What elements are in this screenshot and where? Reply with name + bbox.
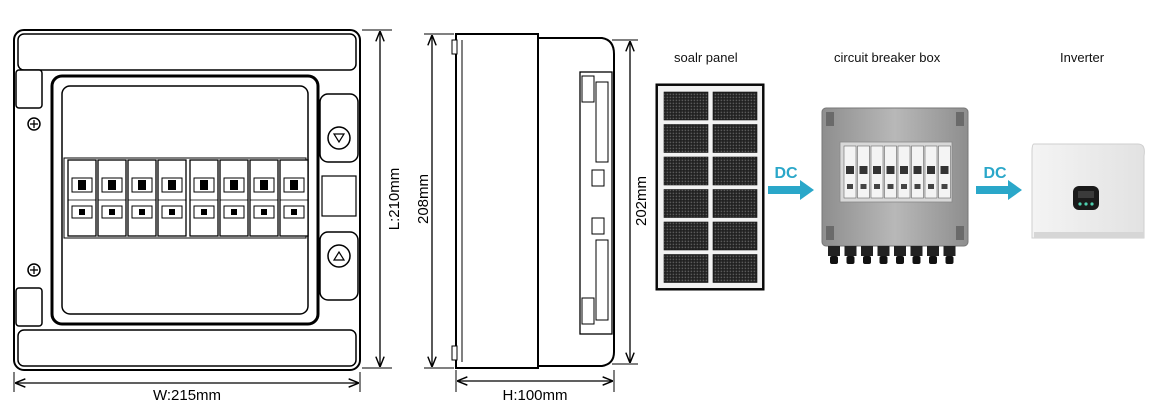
- front-breaker: [249, 159, 279, 237]
- solar-cell: [712, 156, 758, 186]
- depth-dimension: H:100mm: [455, 370, 615, 404]
- front-bottom-band: [17, 329, 357, 367]
- solar-cell: [712, 124, 758, 153]
- cable-gland: [894, 246, 906, 264]
- front-breaker: [219, 159, 249, 237]
- front-breaker: [157, 159, 187, 237]
- dc-arrow-1-label: DC: [774, 165, 798, 182]
- solar-cell: [712, 189, 758, 218]
- solar-cell: [663, 189, 709, 218]
- side-inner-height-label: 202mm: [633, 176, 650, 226]
- box-breaker: [884, 145, 897, 199]
- cable-gland: [877, 246, 890, 264]
- cable-gland: [943, 246, 956, 264]
- solar-cell: [663, 221, 709, 251]
- cable-gland: [861, 246, 873, 264]
- solar-panel: [655, 83, 765, 291]
- breaker-box: [821, 107, 969, 264]
- front-breakers: [67, 159, 309, 237]
- width-label: W:215mm: [153, 387, 221, 404]
- solar-panel-label: soalr panel: [674, 50, 738, 65]
- cable-gland: [927, 246, 939, 264]
- solar-cell: [663, 91, 709, 121]
- length-dimension: L:210mm: [362, 29, 403, 369]
- solar-cell: [663, 124, 709, 153]
- box-breaker: [843, 145, 857, 199]
- side-inner-height-dimension: 202mm: [612, 39, 650, 365]
- dc-arrow-1: DC: [768, 165, 814, 200]
- depth-label: H:100mm: [502, 387, 567, 404]
- box-breaker: [938, 145, 951, 199]
- cable-gland: [910, 246, 923, 264]
- box-breaker: [857, 145, 870, 199]
- box-breaker: [924, 145, 938, 199]
- length-label: L:210mm: [386, 168, 403, 231]
- side-height-dimension: 208mm: [415, 33, 454, 369]
- front-breaker: [127, 159, 157, 237]
- dc-arrow-2: DC: [976, 165, 1022, 200]
- front-breaker: [189, 159, 219, 237]
- front-breaker: [97, 159, 127, 237]
- inverter-label: Inverter: [1060, 50, 1105, 65]
- solar-cell: [663, 254, 709, 283]
- dc-arrow-2-label: DC: [983, 165, 1007, 182]
- hinge-top-left: [15, 69, 43, 109]
- front-view: [13, 29, 361, 371]
- box-breaker: [870, 145, 884, 199]
- front-breaker: [279, 159, 309, 237]
- inverter: [1031, 143, 1145, 239]
- box-breaker: [911, 145, 924, 199]
- width-dimension: W:215mm: [13, 372, 361, 404]
- cable-gland: [828, 246, 840, 264]
- hinge-bottom-left: [15, 287, 43, 327]
- side-body: [455, 33, 539, 369]
- solar-cell: [663, 156, 709, 186]
- box-breaker: [897, 145, 911, 199]
- front-breaker: [67, 159, 97, 237]
- solar-cell: [712, 91, 758, 121]
- breaker-box-label: circuit breaker box: [834, 50, 941, 65]
- front-top-band: [17, 33, 357, 71]
- solar-cell: [712, 221, 758, 251]
- solar-cell: [712, 254, 758, 283]
- side-height-label: 208mm: [415, 174, 432, 224]
- side-view: [451, 33, 615, 369]
- cable-gland: [844, 246, 857, 264]
